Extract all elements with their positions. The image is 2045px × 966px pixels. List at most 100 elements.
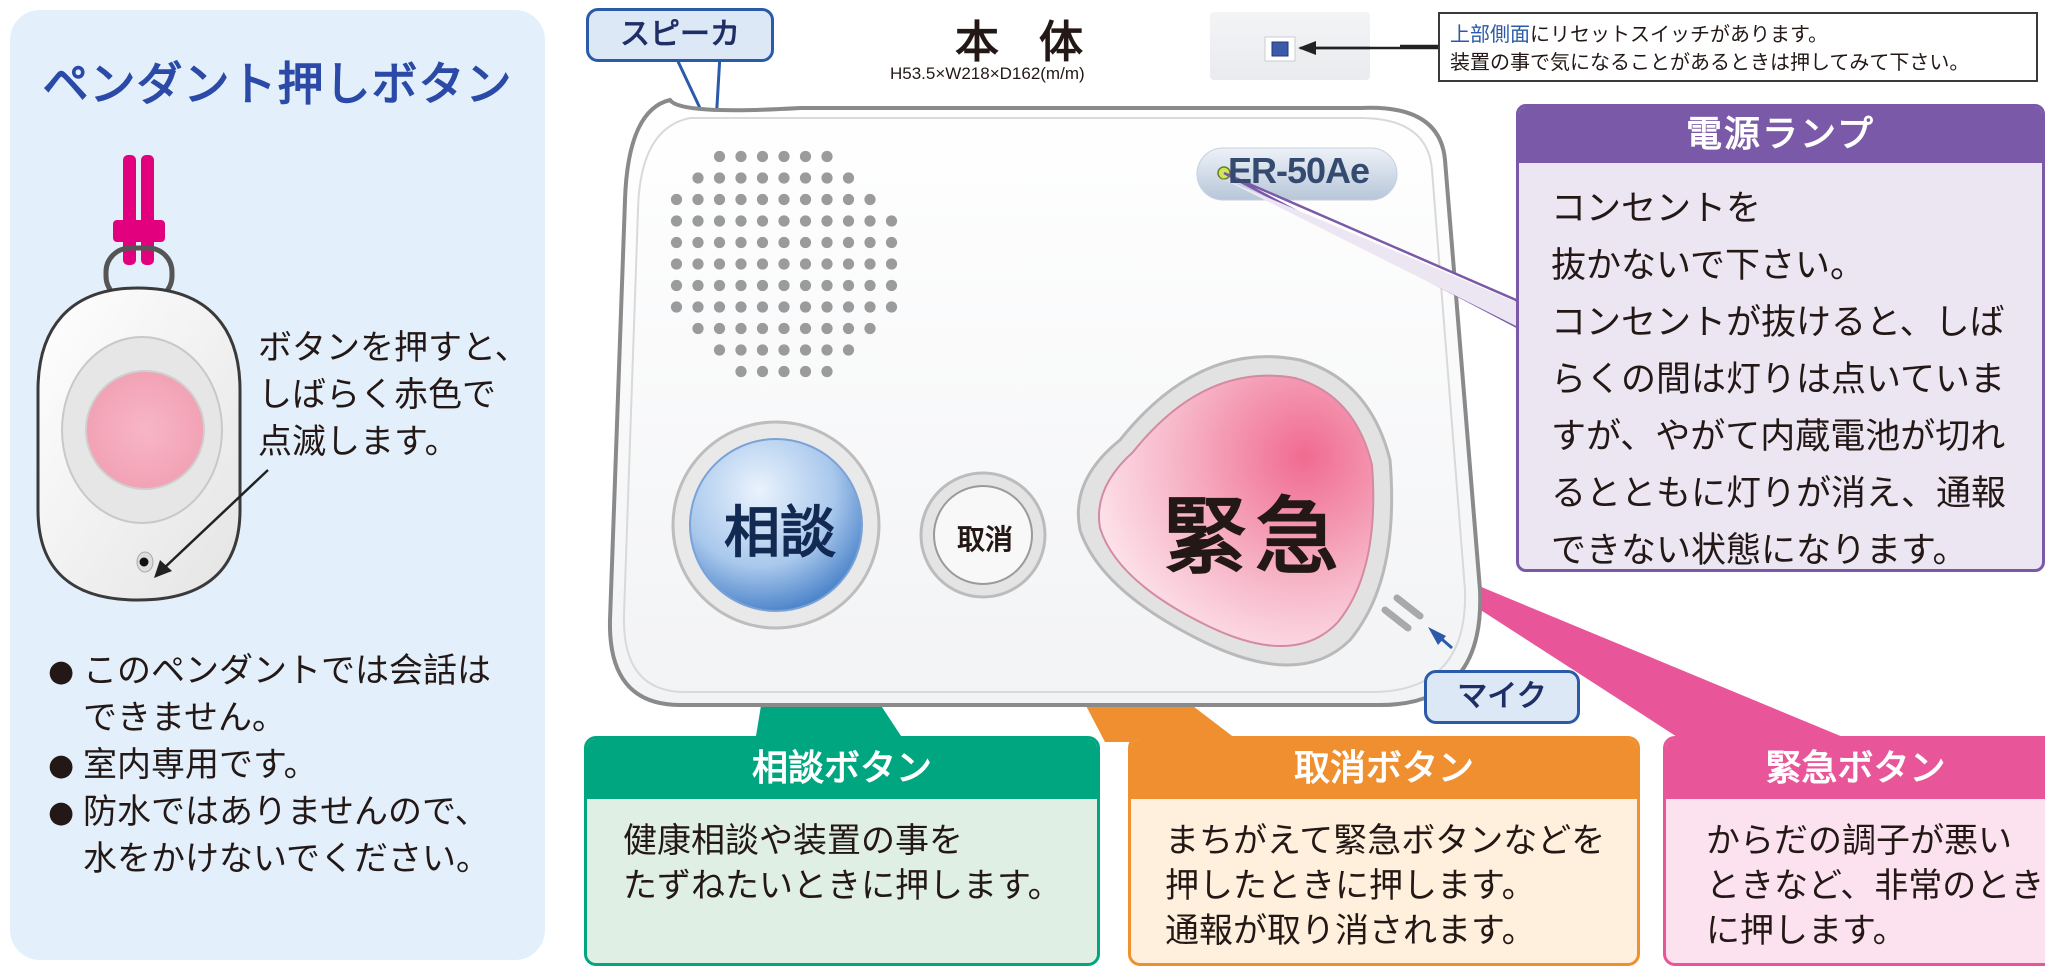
- speaker-hole: [842, 258, 855, 270]
- speaker-hole: [735, 322, 747, 335]
- speaker-hole: [670, 193, 683, 206]
- speaker-hole: [799, 344, 812, 356]
- speaker-hole: [713, 344, 726, 356]
- speaker-hole: [799, 215, 812, 227]
- speaker-hole: [692, 301, 704, 313]
- speaker-hole: [864, 215, 876, 227]
- speaker-hole: [778, 322, 790, 335]
- speaker-hole: [670, 279, 683, 292]
- speaker-hole: [885, 301, 898, 313]
- speaker-hole: [756, 301, 769, 313]
- speaker-hole: [864, 301, 876, 313]
- speaker-hole: [778, 258, 790, 270]
- speaker-hole: [735, 258, 747, 270]
- speaker-hole: [821, 301, 833, 313]
- speaker-hole: [735, 236, 747, 249]
- speaker-hole: [692, 193, 704, 206]
- kinkyu-callout-title: 緊急ボタン: [1666, 739, 2045, 799]
- speaker-grille: [670, 150, 898, 378]
- speaker-hole: [735, 172, 747, 184]
- soudan-button-label: 相談: [724, 501, 836, 566]
- kinkyu-pointer: [1380, 545, 1855, 742]
- kinkyu-callout: 緊急ボタン からだの調子が悪い ときなど、非常のとき に押します。: [1663, 736, 2045, 966]
- speaker-hole: [713, 258, 726, 270]
- kinkyu-button: [1098, 374, 1375, 648]
- soudan-callout-body: 健康相談や装置の事を たずねたいときに押します。: [623, 821, 1062, 906]
- speaker-hole: [756, 215, 769, 227]
- reset-note: 上部側面にリセットスイッチがあります。 装置の事で気になることがあるときは押して…: [1438, 12, 2038, 82]
- speaker-hole: [842, 172, 855, 184]
- speaker-hole: [756, 236, 769, 249]
- speaker-hole: [756, 365, 769, 378]
- speaker-hole: [735, 193, 747, 206]
- speaker-hole: [821, 322, 833, 335]
- speaker-hole: [756, 193, 769, 206]
- speaker-hole: [778, 301, 790, 313]
- speaker-hole: [756, 322, 769, 335]
- speaker-hole: [692, 322, 704, 335]
- speaker-hole: [864, 258, 876, 270]
- speaker-hole: [692, 258, 704, 270]
- power-lamp-body: コンセントを 抜かないで下さい。 コンセントが抜けると、しば らくの間は灯りは点…: [1551, 189, 2007, 571]
- speaker-hole: [756, 279, 769, 292]
- dimensions: H53.5×W218×D162(m/m): [890, 64, 1085, 83]
- power-lamp-callout: 電源ランプ コンセントを 抜かないで下さい。 コンセントが抜けると、しば らくの…: [1516, 104, 2045, 572]
- speaker-hole: [670, 258, 683, 270]
- speaker-hole: [799, 365, 812, 378]
- speaker-hole: [735, 301, 747, 313]
- soudan-callout: 相談ボタン 健康相談や装置の事を たずねたいときに押します。: [584, 736, 1100, 966]
- speaker-hole: [864, 236, 876, 249]
- pendant-title: ペンダント押しボタン: [42, 57, 513, 111]
- reset-note-highlight: 上部側面: [1450, 22, 1530, 46]
- power-lamp-title: 電源ランプ: [1519, 107, 2042, 163]
- speaker-hole: [842, 279, 855, 292]
- bullet-item: ● 防水ではありませんので、 水をかけないでください。: [48, 789, 491, 883]
- speaker-hole: [670, 215, 683, 227]
- speaker-hole: [821, 365, 833, 378]
- speaker-hole: [799, 322, 812, 335]
- speaker-hole: [799, 236, 812, 249]
- speaker-hole: [778, 344, 790, 356]
- model-badge: [1196, 147, 1398, 201]
- speaker-hole: [821, 279, 833, 292]
- speaker-hole: [713, 279, 726, 292]
- speaker-hole: [713, 150, 726, 163]
- speaker-hole: [713, 193, 726, 206]
- speaker-hole: [799, 258, 812, 270]
- speaker-hole: [756, 258, 769, 270]
- speaker-hole: [778, 172, 790, 184]
- pendant-bullets: ● このペンダントでは会話は できません。 ● 室内専用です。 ● 防水ではあり…: [48, 648, 491, 883]
- soudan-button: [689, 438, 863, 612]
- microphone-icon: [1381, 594, 1424, 632]
- speaker-hole: [713, 172, 726, 184]
- speaker-hole: [778, 150, 790, 163]
- pendant-note: ボタンを押すと、 しばらく赤色で 点滅します。: [258, 328, 529, 462]
- soudan-callout-title: 相談ボタン: [587, 739, 1097, 799]
- speaker-hole: [778, 365, 790, 378]
- bullet-item: ● 室内専用です。: [48, 742, 491, 789]
- speaker-hole: [821, 172, 833, 184]
- speaker-hole: [735, 150, 747, 163]
- speaker-hole: [735, 365, 747, 378]
- speaker-hole: [692, 172, 704, 184]
- speaker-hole: [885, 279, 898, 292]
- speaker-hole: [821, 193, 833, 206]
- speaker-hole: [670, 301, 683, 313]
- speaker-hole: [842, 344, 855, 356]
- reset-switch-icon: [1271, 41, 1289, 57]
- speaker-hole: [842, 193, 855, 206]
- arrow-left-icon: [1298, 41, 1316, 55]
- bullet-dot: ●: [48, 795, 75, 830]
- torikeshi-button: [933, 485, 1033, 585]
- pendant-lamp-icon: [139, 557, 149, 567]
- speaker-hole: [864, 279, 876, 292]
- speaker-hole: [735, 279, 747, 292]
- speaker-hole: [842, 236, 855, 249]
- torikeshi-callout: 取消ボタン まちがえて緊急ボタンなどを 押したときに押します。 通報が取り消され…: [1128, 736, 1640, 966]
- speaker-hole: [842, 322, 855, 335]
- speaker-hole: [778, 279, 790, 292]
- speaker-hole: [821, 258, 833, 270]
- pendant-illustration: [36, 155, 242, 602]
- speaker-hole: [821, 344, 833, 356]
- speaker-hole: [692, 236, 704, 249]
